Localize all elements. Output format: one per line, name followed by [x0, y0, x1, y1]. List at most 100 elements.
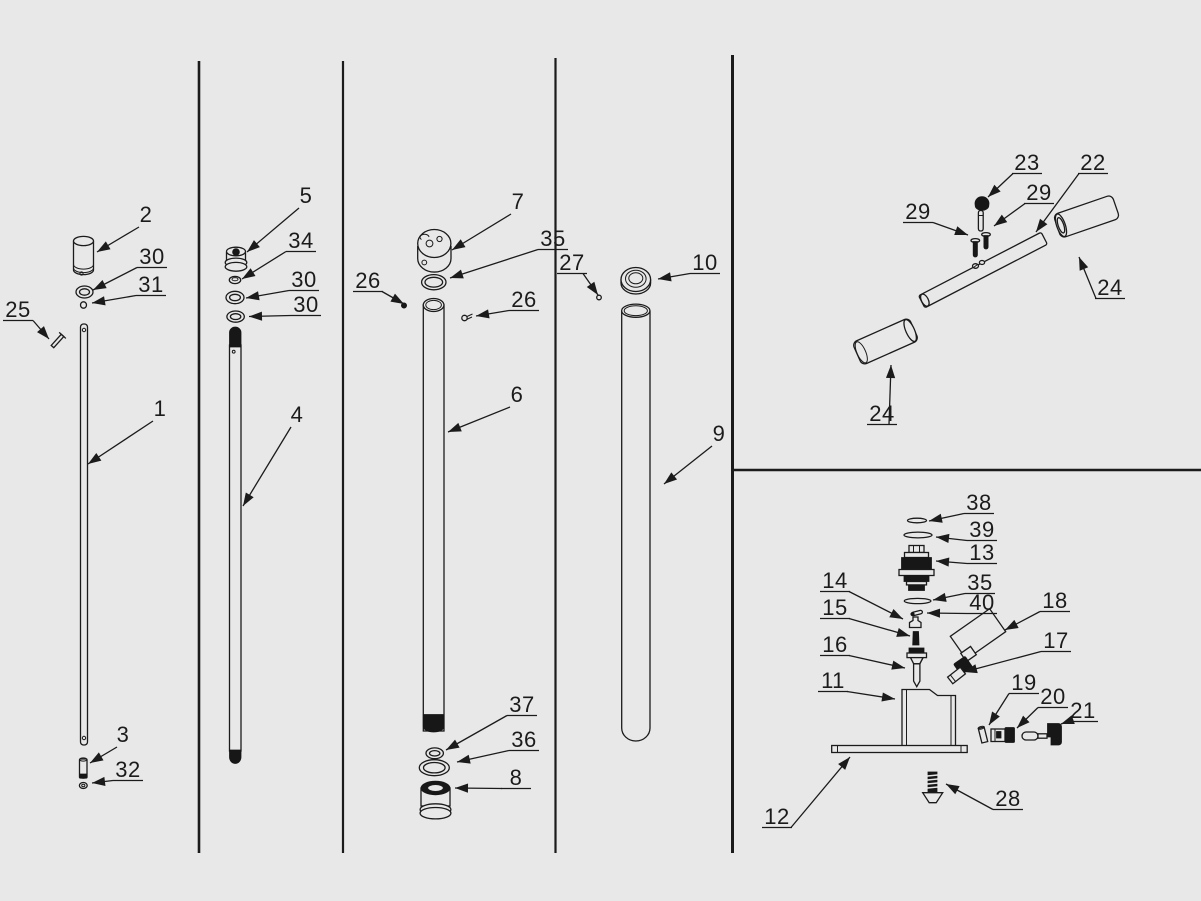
callout-label: 30	[293, 292, 318, 317]
callout-label: 14	[822, 568, 847, 593]
callout-arrowhead	[450, 269, 464, 279]
part-19-sleeve	[977, 725, 989, 744]
part-28-screw	[921, 771, 944, 804]
callout-arrowhead	[889, 609, 903, 619]
part-10-collar	[620, 266, 652, 295]
callout-7-12: 7	[451, 189, 524, 251]
callout-5-7: 5	[246, 183, 312, 253]
callout-label: 30	[139, 244, 164, 269]
callout-label: 27	[559, 250, 584, 275]
part-17-valve-core	[946, 666, 967, 685]
callout-arrowhead	[97, 241, 111, 252]
part-9-tube	[620, 303, 651, 742]
callout-13-31: 13	[935, 540, 997, 567]
callout-label: 3	[117, 722, 130, 747]
callout-4-11: 4	[242, 402, 304, 507]
callout-3-5: 3	[89, 722, 130, 764]
callout-label: 2	[140, 202, 153, 227]
callout-arrowhead	[246, 291, 260, 301]
callout-label: 4	[291, 402, 304, 427]
callout-label: 37	[509, 692, 534, 717]
callout-arrowhead	[243, 492, 254, 506]
part-29-screw-a	[970, 237, 981, 258]
callout-9-22: 9	[663, 421, 725, 485]
callout-label: 23	[1014, 150, 1039, 175]
part-30-oring-c	[226, 310, 245, 323]
callout-18-38: 18	[1004, 588, 1070, 631]
callout-arrowhead	[242, 268, 256, 279]
callout-12-43: 12	[762, 756, 851, 829]
callout-arrowhead	[933, 592, 947, 602]
part-38-shim	[906, 517, 928, 524]
callout-arrowhead	[90, 752, 104, 763]
part-22-set-screws	[971, 259, 986, 269]
panel-dividers	[197, 55, 1201, 853]
part-3-pin	[78, 757, 88, 779]
callout-6-16: 6	[447, 382, 523, 433]
callout-15-35: 15	[820, 595, 911, 637]
part-35-oring-a	[420, 273, 447, 291]
callout-label: 35	[967, 570, 992, 595]
callout-label: 29	[1026, 180, 1051, 205]
part-32-washer	[78, 781, 88, 790]
callout-arrowhead	[1005, 619, 1019, 630]
callout-21-42: 21	[1060, 698, 1098, 725]
callout-28-44: 28	[945, 783, 1023, 811]
callout-arrowhead	[249, 311, 263, 321]
callout-arrowhead	[1017, 715, 1030, 728]
callout-label: 1	[154, 396, 167, 421]
callout-arrowhead	[92, 296, 106, 306]
callout-32-6: 32	[91, 757, 143, 787]
callout-8-19: 8	[454, 765, 531, 793]
callout-37-17: 37	[445, 692, 537, 751]
callout-leader-line	[790, 756, 851, 828]
part-21-fitting	[1021, 723, 1062, 746]
callout-label: 16	[822, 632, 847, 657]
callout-31-2: 31	[91, 272, 166, 306]
callout-29-26: 29	[903, 199, 969, 236]
callout-arrowhead	[1079, 257, 1089, 271]
callout-arrowhead	[390, 293, 404, 304]
callout-arrowhead	[455, 783, 469, 793]
callout-label: 24	[1097, 275, 1122, 300]
callout-label: 8	[510, 765, 523, 790]
callout-23-23: 23	[987, 150, 1042, 198]
part-15-stem	[912, 631, 920, 646]
callout-39-30: 39	[935, 517, 997, 544]
callout-26-15: 26	[475, 287, 539, 319]
callout-14-34: 14	[820, 568, 904, 620]
callout-label: 25	[5, 297, 30, 322]
part-36-oring	[418, 759, 450, 777]
callout-34-8: 34	[241, 228, 316, 280]
callout-label: 15	[822, 595, 847, 620]
part-20-fitting	[990, 727, 1015, 743]
callout-label: 36	[511, 727, 536, 752]
callout-label: 29	[905, 199, 930, 224]
callout-label: 39	[969, 517, 994, 542]
callout-arrowhead	[457, 754, 471, 764]
callout-arrowhead	[954, 226, 968, 235]
callout-label: 20	[1040, 684, 1065, 709]
part-24-grip-right	[1053, 195, 1120, 238]
callout-arrowhead	[929, 513, 943, 523]
callout-label: 40	[969, 590, 994, 615]
callout-arrowhead	[446, 739, 460, 750]
callout-38-29: 38	[928, 490, 994, 523]
callout-20-41: 20	[1016, 684, 1068, 729]
callout-arrowhead	[448, 422, 462, 432]
part-24-grip-left	[853, 318, 918, 365]
callout-30-10: 30	[248, 292, 321, 321]
part-11-pump-body	[901, 688, 957, 749]
part-26-screw-b	[461, 313, 473, 322]
part-37-oring	[425, 747, 445, 760]
part-8-end-bushing	[419, 780, 452, 820]
callout-label: 13	[969, 540, 994, 565]
part-14-seat	[908, 616, 922, 629]
callout-35-13: 35	[449, 226, 568, 279]
callout-40-33: 40	[926, 590, 997, 618]
part-25-pin	[50, 331, 67, 349]
callout-arrowhead	[247, 240, 260, 252]
part-35-oring-b	[903, 597, 932, 605]
callout-arrowhead	[838, 757, 850, 770]
